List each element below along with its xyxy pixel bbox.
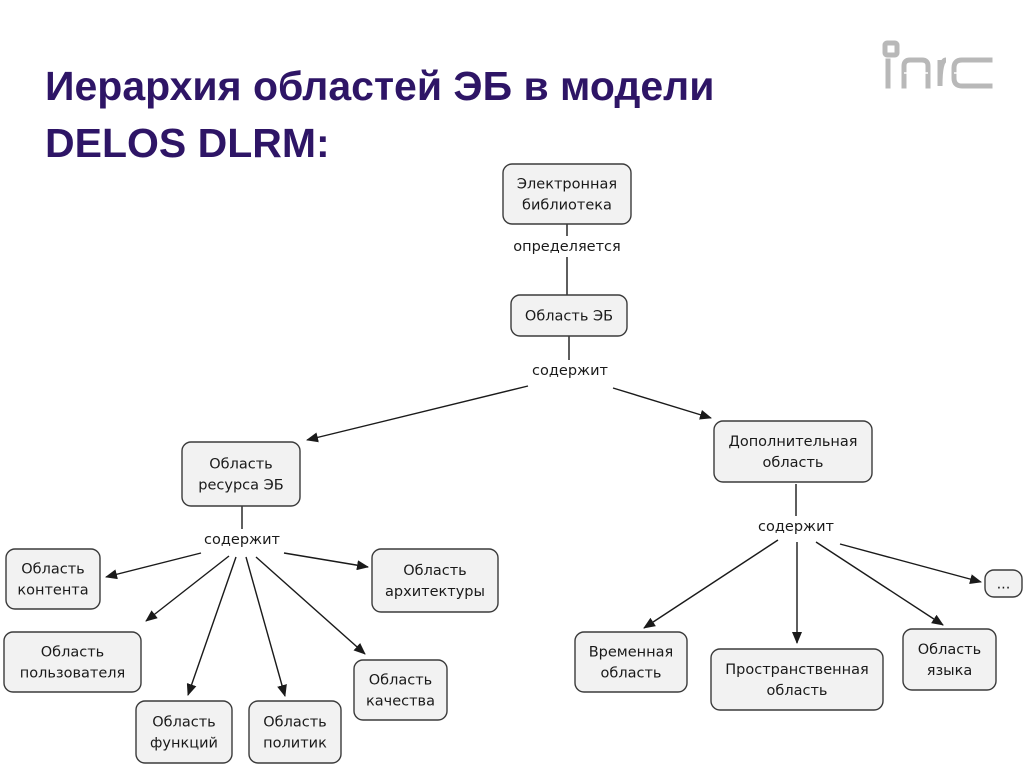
slide-title-line-1: Иерархия областей ЭБ в модели bbox=[45, 63, 715, 109]
node-label-line: Область bbox=[152, 715, 215, 731]
edge-contains-3-to-language-domain bbox=[815, 541, 944, 626]
node-eb-domain: Область ЭБ bbox=[510, 294, 628, 337]
node-label-line: качества bbox=[366, 694, 435, 710]
node-label-line: Область ЭБ bbox=[525, 309, 613, 325]
node-policy-domain: Область политик bbox=[248, 700, 342, 764]
node-content-domain: Область контента bbox=[5, 548, 101, 610]
node-user-domain: Область пользователя bbox=[3, 631, 142, 693]
node-box bbox=[371, 548, 499, 613]
node-quality-domain: Область качества bbox=[353, 659, 448, 721]
node-label-line: ресурса ЭБ bbox=[198, 478, 283, 494]
node-label-line: Область bbox=[918, 642, 981, 658]
link-phrase-contains-3: содержит bbox=[758, 519, 834, 535]
node-box bbox=[3, 631, 142, 693]
link-phrase-defined: определяется bbox=[513, 239, 620, 255]
edge-contains-1-to-additional-domain bbox=[612, 387, 712, 420]
node-additional-domain: Дополнительная область bbox=[713, 420, 873, 483]
node-label-line: архитектуры bbox=[385, 584, 485, 600]
node-box bbox=[502, 163, 632, 225]
node-box bbox=[135, 700, 233, 764]
node-box bbox=[902, 628, 997, 691]
node-resource-domain: Область ресурса ЭБ bbox=[181, 441, 301, 507]
node-label-line: функций bbox=[150, 736, 218, 752]
node-label-line: ... bbox=[997, 577, 1011, 593]
node-label-line: политик bbox=[263, 736, 327, 752]
node-label-line: область bbox=[767, 683, 828, 699]
node-label-line: Область bbox=[369, 673, 432, 689]
node-label-line: Дополнительная bbox=[729, 434, 858, 450]
node-box bbox=[248, 700, 342, 764]
link-phrase-contains-1: содержит bbox=[532, 363, 608, 379]
edge-contains-3-to-time-domain bbox=[643, 539, 779, 629]
node-architecture-domain: Область архитектуры bbox=[371, 548, 499, 613]
node-box bbox=[5, 548, 101, 610]
node-label-line: Область bbox=[263, 715, 326, 731]
node-label-line: пользователя bbox=[20, 666, 126, 682]
node-time-domain: Временная область bbox=[574, 631, 688, 693]
node-label-line: область bbox=[601, 666, 662, 682]
node-label-line: Область bbox=[21, 562, 84, 578]
node-box bbox=[713, 420, 873, 483]
node-box bbox=[574, 631, 688, 693]
slide-title: Иерархия областей ЭБ в модели DELOS DLRM… bbox=[45, 58, 714, 172]
node-box bbox=[353, 659, 448, 721]
node-box bbox=[984, 569, 1023, 598]
node-function-domain: Область функций bbox=[135, 700, 233, 764]
node-el-library: Электронная библиотека bbox=[502, 163, 632, 225]
edge-contains-2-to-policy-domain bbox=[245, 556, 287, 697]
node-more: ... bbox=[984, 569, 1023, 598]
node-box bbox=[181, 441, 301, 507]
link-phrase-contains-2: содержит bbox=[204, 532, 280, 548]
node-language-domain: Область языка bbox=[902, 628, 997, 691]
node-label-line: Временная bbox=[589, 645, 674, 661]
edge-contains-2-to-user-domain bbox=[145, 555, 230, 622]
node-label-line: Электронная bbox=[517, 177, 617, 193]
node-label-line: Пространственная bbox=[725, 662, 868, 678]
edge-contains-1-to-resource-domain bbox=[306, 385, 529, 443]
node-label-line: Область bbox=[41, 645, 104, 661]
node-label-line: языка bbox=[927, 663, 973, 679]
edge-contains-2-to-architecture-domain bbox=[283, 552, 369, 571]
edge-contains-3-to-more bbox=[839, 543, 982, 584]
edge-contains-2-to-quality-domain bbox=[255, 556, 366, 655]
edge-contains-2-to-content-domain bbox=[105, 552, 202, 580]
node-space-domain: Пространственная область bbox=[710, 648, 884, 711]
node-label-line: область bbox=[763, 455, 824, 471]
node-label-line: Область bbox=[403, 563, 466, 579]
node-box bbox=[710, 648, 884, 711]
node-label-line: Область bbox=[209, 457, 272, 473]
inc-logo: inc bbox=[882, 40, 993, 89]
node-label-line: библиотека bbox=[522, 198, 612, 214]
node-box bbox=[510, 294, 628, 337]
node-label-line: контента bbox=[17, 583, 88, 599]
slide-title-line-2: DELOS DLRM: bbox=[45, 120, 330, 166]
edge-contains-2-to-function-domain bbox=[186, 556, 237, 696]
